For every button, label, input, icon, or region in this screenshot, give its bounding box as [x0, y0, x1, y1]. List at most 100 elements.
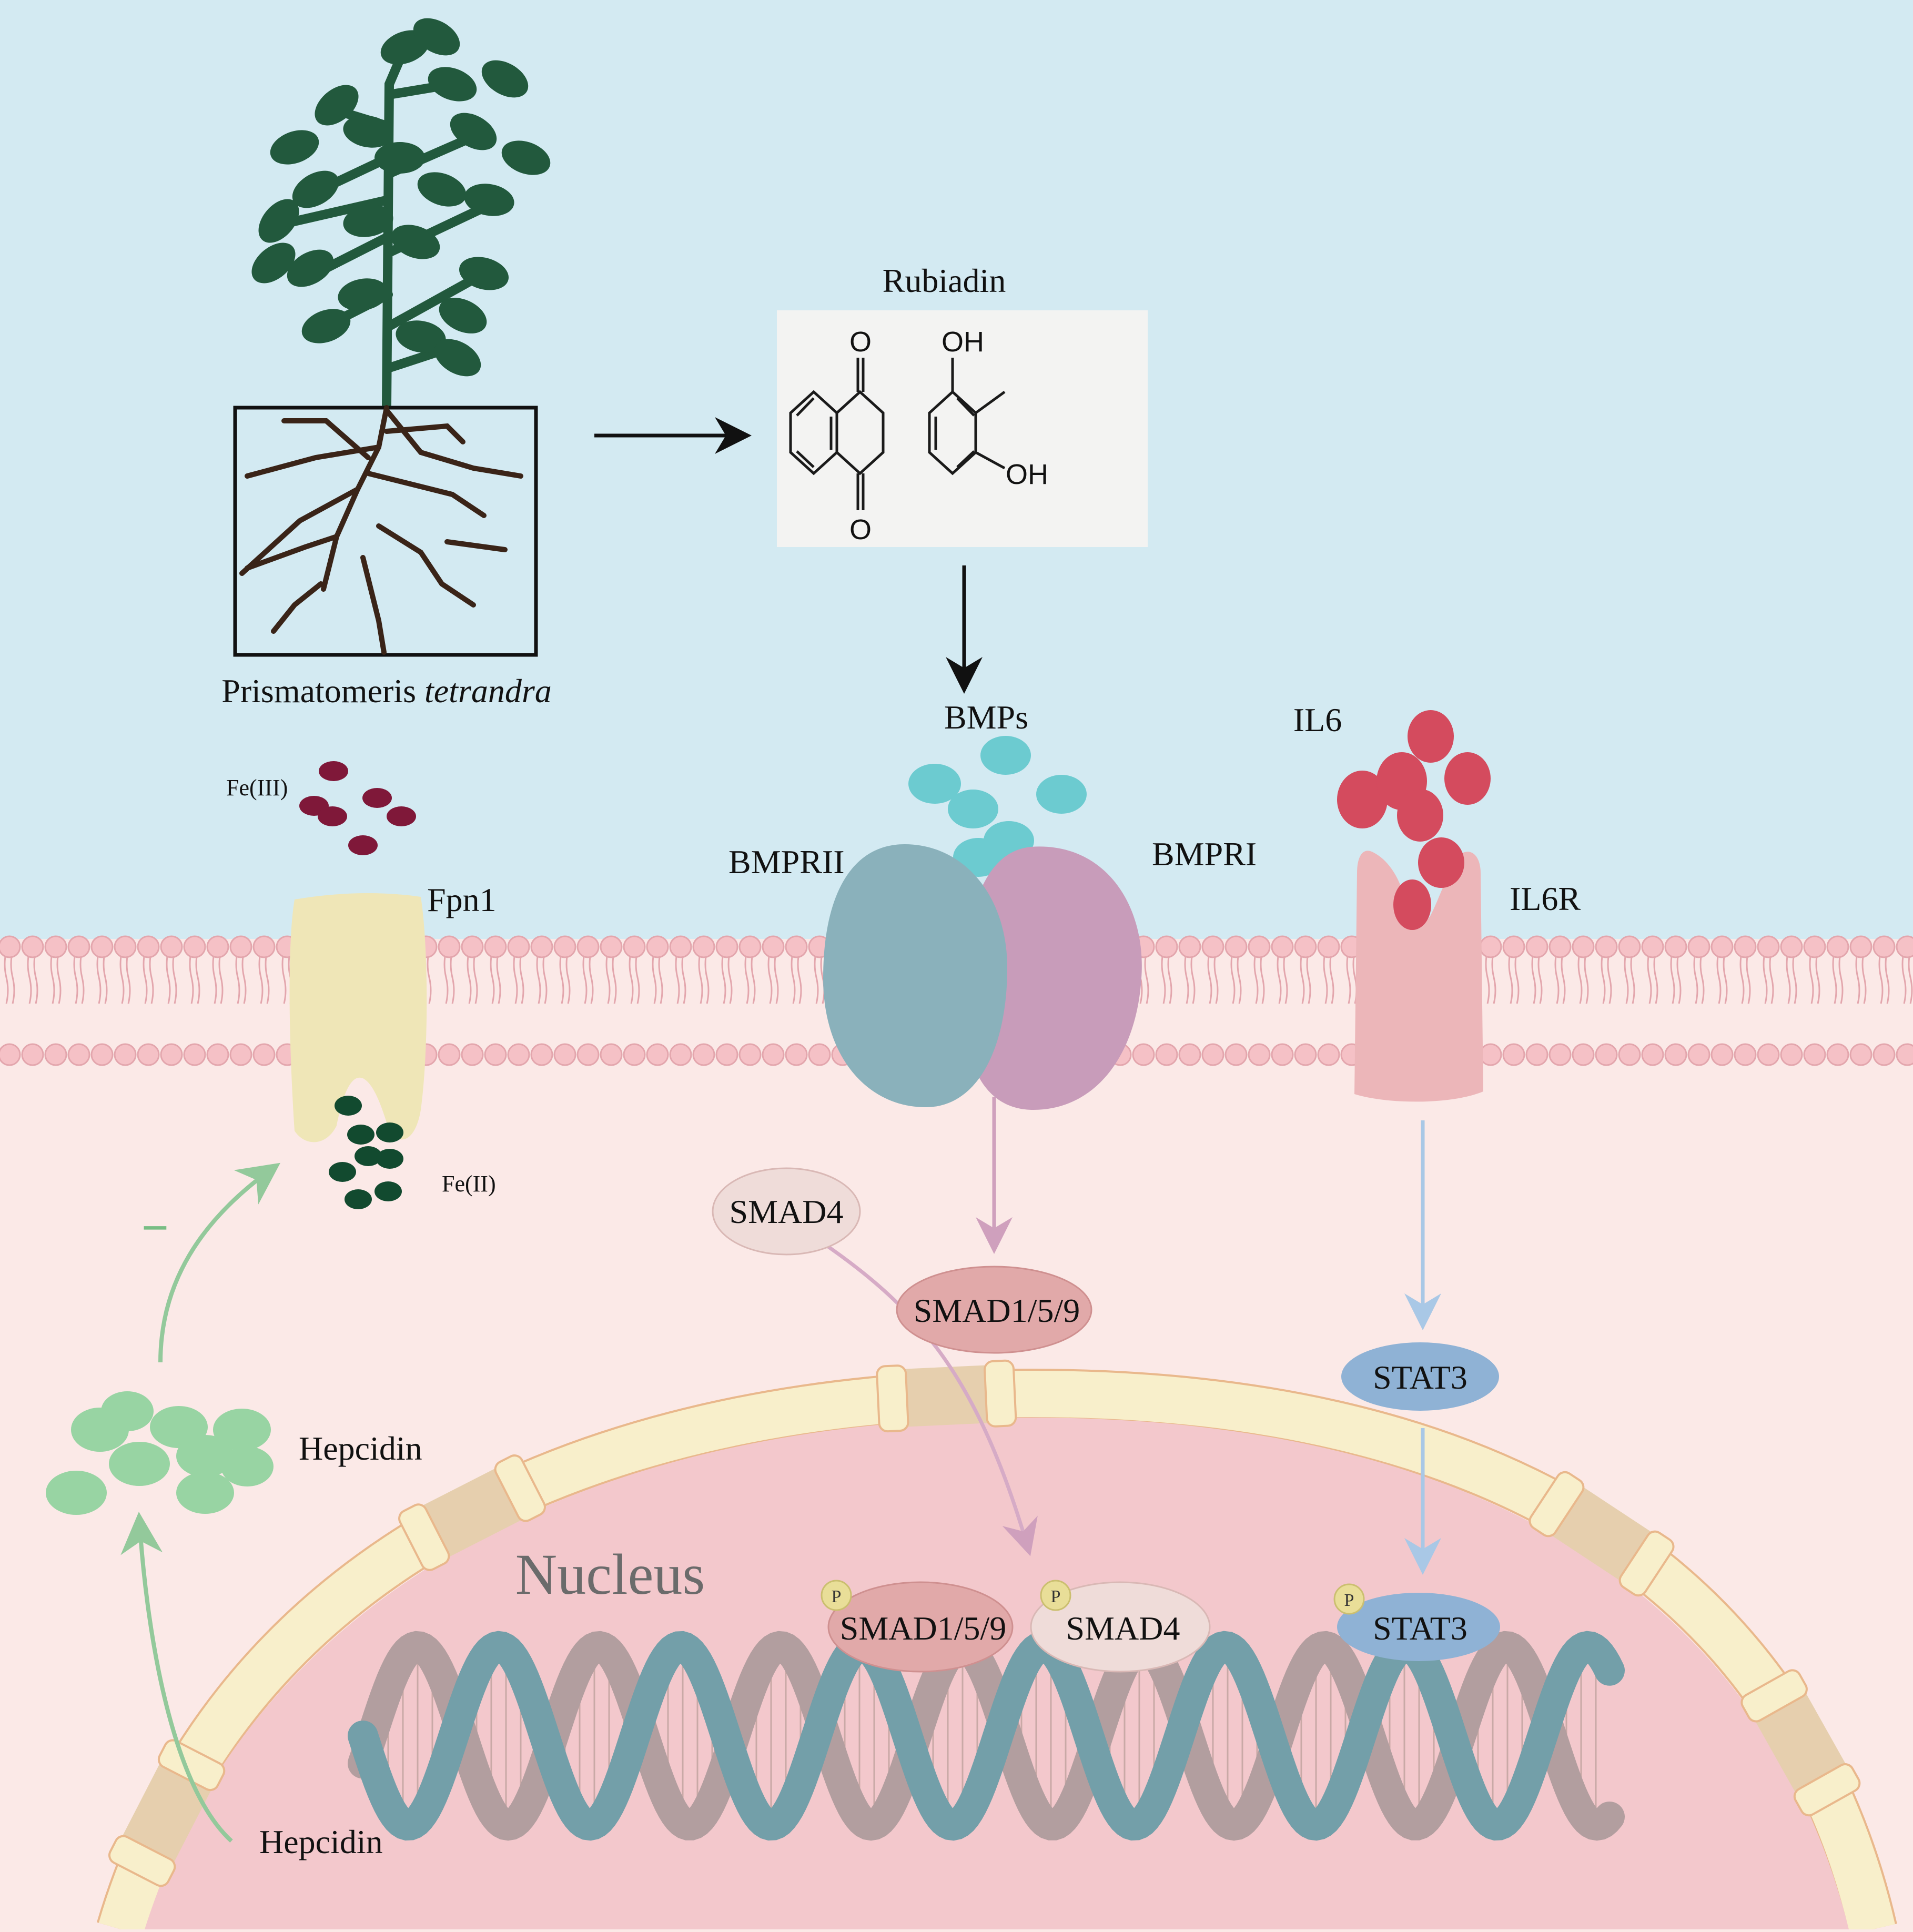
fe3-ion — [348, 835, 378, 855]
fe3-ion — [387, 806, 416, 826]
il6-ligand — [1408, 710, 1454, 763]
fe2-ion — [345, 1189, 372, 1209]
hepcidin-molecule — [176, 1472, 234, 1514]
rubiadin-structure: O O OH OH — [777, 310, 1148, 547]
il6-ligands — [1337, 710, 1491, 930]
bmp-ligand — [908, 764, 961, 804]
atom-oh-right: OH — [1006, 459, 1048, 490]
bmpr2-label: BMPRII — [728, 843, 845, 881]
fe2-ion — [376, 1149, 403, 1169]
hepcidin-molecule — [71, 1408, 129, 1452]
root — [245, 534, 339, 571]
nuclear-pore — [1740, 1669, 1861, 1817]
fe3-ion — [319, 761, 348, 781]
phospho-group-smad4: P — [1040, 1580, 1071, 1611]
roots — [239, 405, 523, 655]
plant-name-label: Prismatomeris tetrandra — [221, 672, 552, 710]
leaf — [501, 140, 551, 175]
il6r-receptor — [1354, 851, 1483, 1102]
smad159-nuclear — [827, 1581, 1014, 1673]
hepcidin-molecules — [46, 1391, 274, 1515]
root — [239, 487, 360, 576]
leaf — [391, 225, 440, 259]
nuclear-pores — [108, 1359, 1861, 1887]
leaf — [413, 18, 460, 56]
leaf — [417, 172, 467, 207]
leaf — [450, 113, 497, 150]
fpn1-label: Fpn1 — [427, 881, 497, 918]
leaves — [251, 18, 551, 377]
smad159-cytoplasmic — [896, 1266, 1092, 1354]
leaf — [258, 199, 299, 243]
leaf — [287, 249, 334, 287]
fe2-ion — [355, 1146, 382, 1166]
il6-ligand — [1444, 752, 1491, 805]
hepcidin-secreted-label: Hepcidin — [299, 1430, 422, 1467]
nuclear-pore — [398, 1454, 546, 1571]
il6r-label: IL6R — [1510, 880, 1581, 917]
rubiadin-label: Rubiadin — [883, 262, 1006, 299]
leaf — [251, 242, 296, 284]
bmpr1-receptor — [963, 846, 1142, 1110]
svg-text:P: P — [832, 1587, 842, 1606]
bmp-ligand — [948, 790, 998, 828]
stat3-cytoplasmic-label: STAT3 — [1373, 1359, 1467, 1396]
leaf — [481, 60, 529, 98]
root — [376, 523, 476, 608]
bmp-ligand — [1036, 775, 1087, 814]
leaf — [459, 257, 509, 290]
svg-text:P: P — [1344, 1591, 1354, 1610]
nuclear-pore — [876, 1359, 1017, 1433]
hepcidin-inhibits-fpn1-arrow — [158, 1162, 281, 1363]
nuclear-pore — [1529, 1471, 1675, 1597]
bmps-label: BMPs — [944, 699, 1028, 736]
plant-illustration: Prismatomeris tetrandra — [221, 18, 552, 710]
fe3-ion — [318, 806, 347, 826]
nucleus-label: Nucleus — [515, 1542, 705, 1606]
fe3-ion — [362, 788, 392, 808]
hepcidin-molecule — [46, 1471, 107, 1515]
stat3-cytoplasmic — [1341, 1342, 1499, 1411]
root — [366, 471, 487, 518]
smad4-nuclear-label: SMAD4 — [1066, 1610, 1180, 1647]
smad4-cytoplasmic — [712, 1167, 861, 1256]
fe2-ion — [376, 1122, 403, 1142]
leaf — [464, 184, 514, 216]
leaf — [396, 320, 446, 353]
hepcidin-molecule — [109, 1442, 170, 1486]
fe2-label: Fe(II) — [442, 1171, 496, 1197]
bmp-ligand — [980, 736, 1031, 775]
hepcidin-gene-arrow — [120, 1512, 233, 1843]
fe3-label: Fe(III) — [226, 775, 288, 801]
il6-label: IL6 — [1293, 701, 1342, 739]
phospho-group-smad159: P — [821, 1580, 852, 1611]
hepcidin-molecule — [221, 1447, 274, 1486]
leaf — [439, 298, 487, 333]
root — [360, 555, 387, 655]
phospho-group-stat3: P — [1333, 1583, 1365, 1615]
smad159-nuclear-label: SMAD1/5/9 — [840, 1610, 1007, 1647]
atom-o-top: O — [849, 326, 872, 358]
hepcidin-molecule — [176, 1435, 234, 1477]
fe3-ions — [299, 761, 416, 855]
smad4-to-nucleus-arrow — [819, 1240, 1038, 1556]
fe2-ion — [329, 1162, 356, 1182]
fe2-ion — [374, 1181, 402, 1201]
smad4-cytoplasmic-label: SMAD4 — [730, 1193, 844, 1230]
leaf — [428, 67, 477, 102]
root — [281, 418, 371, 460]
leaf — [270, 130, 319, 165]
il6-ligand — [1397, 789, 1443, 842]
bmpr2-receptor — [823, 844, 1007, 1107]
leaf — [315, 85, 359, 126]
fe2-ions — [329, 1096, 403, 1209]
stat3-nuclear-label: STAT3 — [1373, 1610, 1467, 1647]
leaf — [338, 278, 388, 311]
leaf — [292, 170, 339, 208]
fe2-ion — [347, 1125, 374, 1145]
leaf — [343, 115, 393, 148]
root — [444, 539, 508, 552]
svg-text:P: P — [1051, 1587, 1061, 1606]
